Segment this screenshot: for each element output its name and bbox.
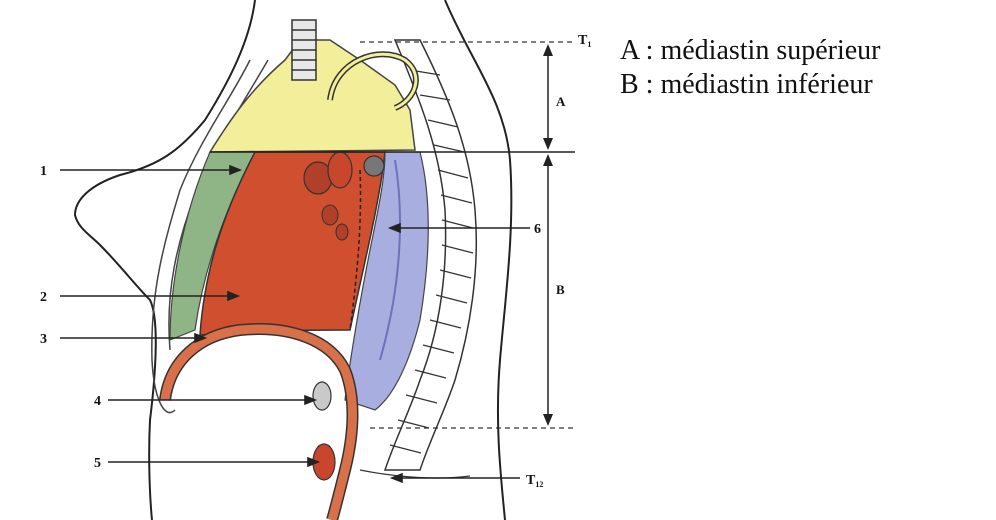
vessel-3 <box>363 155 385 177</box>
label-region-b: B <box>556 282 565 297</box>
sternum-line <box>151 59 251 414</box>
posterior-mediastinum-region <box>344 151 429 411</box>
vessel-2 <box>327 151 353 189</box>
label-region-a: A <box>556 94 566 109</box>
esophagus-line <box>379 159 401 361</box>
trachea <box>291 19 317 81</box>
label-2: 2 <box>40 290 47 305</box>
superior-mediastinum-region <box>208 39 416 153</box>
diaphragm-fill <box>160 324 357 520</box>
vessel-5 <box>335 223 349 241</box>
pericardium-line <box>349 169 362 331</box>
legend: A : médiastin supérieur B : médiastin in… <box>620 34 881 102</box>
diaphragm <box>159 323 359 520</box>
label-t1: T1 <box>578 33 591 49</box>
legend-item-b: B : médiastin inférieur <box>620 69 873 100</box>
vessel-4 <box>321 204 339 226</box>
label-1: 1 <box>40 164 47 179</box>
label-6: 6 <box>534 222 541 237</box>
vertebrae <box>389 69 474 454</box>
spine-band <box>383 39 478 471</box>
label-3: 3 <box>40 332 47 347</box>
aortic-arch-inner <box>328 52 418 110</box>
back-contour <box>444 0 513 520</box>
label-t12: T12 <box>526 473 543 489</box>
esophagus-hiatus <box>312 381 332 411</box>
label-5: 5 <box>94 456 101 471</box>
front-contour <box>73 0 256 520</box>
pointer-lines <box>60 164 530 484</box>
t12-rib <box>359 469 471 479</box>
label-4: 4 <box>94 394 101 409</box>
legend-item-a: A : médiastin supérieur <box>620 35 881 66</box>
